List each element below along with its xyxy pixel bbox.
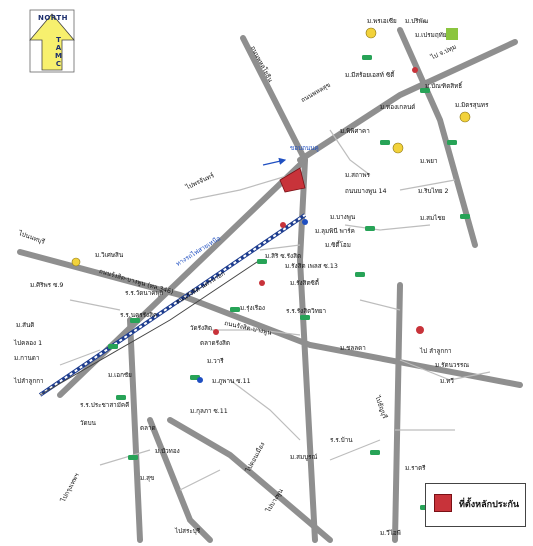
place-label: ม.กานดา [14,355,40,362]
legend-swatch [434,494,452,512]
place-label: ม.สถาพร [345,172,370,179]
place-label: ม.วารี [207,358,224,365]
road-label: ม.วีไอพี [380,530,401,537]
place-label: ม.รังสิตซิตี้ [290,280,319,287]
place-label: ม.ปริพัฒ [405,18,429,25]
place-label: ตลาด [140,425,156,432]
place-label: ไป ลำลูกกา [420,348,452,355]
place-label: ม.มีสร้อยเอสท์ ซิตี้ [345,72,395,79]
place-label: ม.เปรมฤทัย [415,32,447,39]
place-label: ม.บัวทอง [155,448,180,455]
place-label: ไปคลอง 1 [14,340,43,347]
place-label: ม.สมบูรณ์ [290,454,318,461]
place-label: ม.ซิตี้โฮม [325,242,351,249]
road-label: ไปสระบุรี [175,528,201,535]
place-label: ม.รัตนวรรณ [435,362,470,369]
place-label: ม.ชลลดา [340,345,366,352]
north-letters: T A M C [55,36,62,68]
place-label: ม.ศิริพร ซ.9 [30,282,64,289]
place-label: ร.ร.รังสิตวิทยา [286,308,327,315]
place-label: ตลาดรังสิต [200,340,230,347]
legend: ที่ตั้งหลักประกัน [425,483,526,527]
place-label: ม.ลุมพินี พาร์ค [315,228,355,235]
place-label: ม.ทองเกลนด์ [380,104,416,111]
place-label: วัดบน [80,420,96,427]
road-label: ถนนบางพูน 14 [345,188,387,195]
place-label: ม.รุ่งเรือง [240,305,265,312]
place-label: ม.พยา [420,158,438,165]
place-label: ร.ร.ประชาสามัคคี [80,402,130,409]
place-label: ร.ร.นครรังสิต [120,312,158,319]
place-label: ม.บางพูน [330,214,356,221]
place-label: ม.กุลภา ซ.11 [190,408,228,415]
place-label: ม.สุข [140,475,155,482]
place-label: ร.ร.บ้าน [330,437,353,444]
place-label: ม.สันติ [16,322,35,329]
place-label: ม.พรเอเซีย [367,18,397,25]
place-label: ม.สิริ ซ.รังสิต [265,253,302,260]
place-label: ม.พิพิศาคา [340,128,370,135]
place-label: ม.สมไชย [420,215,446,222]
place-label: ม.มิตรสุนทร [455,102,489,109]
place-label: ม.ทวี [440,378,454,385]
place-label: ม.บัณฑิตสิทธิ์ [425,83,463,90]
place-label: วัดรังสิต [190,325,213,332]
road-label: ขอบถนนคู [290,145,319,152]
place-label: ม.วิเศษสิน [95,252,124,259]
north-label: NORTH [38,14,69,22]
site-marker [279,167,306,193]
place-label: ม.ริบไทย 2 [418,188,449,195]
place-label: ร.ร.วัดนาคพุก [125,290,164,297]
place-label: ม.ภูพาน ซ.11 [212,378,251,385]
place-label: ม.รังสิต เพลส ซ.13 [285,263,338,270]
legend-label: ที่ตั้งหลักประกัน [459,500,520,510]
north-arrow-icon [29,9,75,73]
place-label: ไปลำลูกกา [14,378,44,385]
place-label: ม.ราตรี [405,465,426,472]
place-label: ม.เอกชัย [108,372,132,379]
